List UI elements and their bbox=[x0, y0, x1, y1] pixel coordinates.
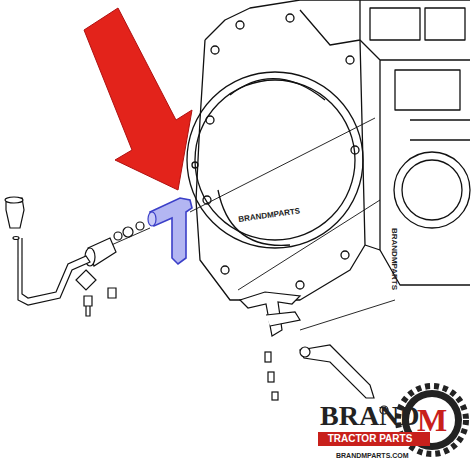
shift-fork bbox=[240, 292, 388, 414]
linkage-parts bbox=[5, 197, 144, 316]
brand-logo bbox=[318, 386, 466, 454]
pointer-arrow bbox=[84, 8, 192, 190]
highlighted-shift-lever bbox=[148, 198, 192, 264]
logo-tagline: TRACTOR PARTS bbox=[328, 434, 413, 444]
logo-url: BRANDMPARTS.COM bbox=[336, 452, 409, 459]
watermark: BRANDMPARTS bbox=[390, 228, 398, 290]
housing bbox=[187, 0, 470, 300]
logo-letter: M bbox=[417, 404, 447, 436]
logo-wordmark: BRAND bbox=[320, 402, 420, 430]
